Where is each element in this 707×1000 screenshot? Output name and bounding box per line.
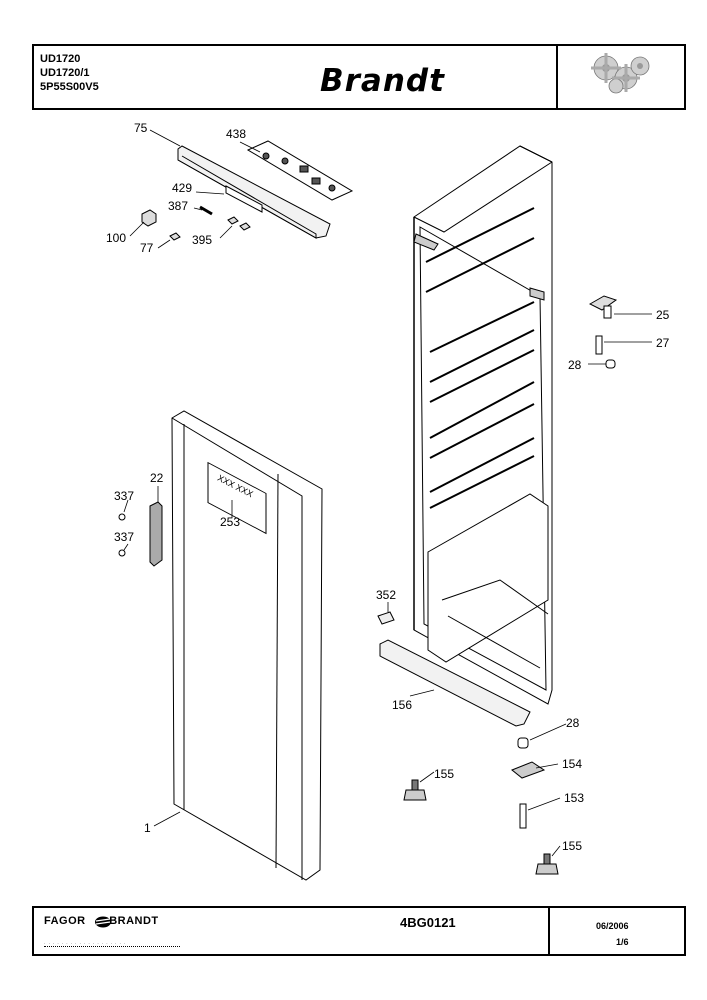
document-reference: 4BG0121 <box>400 915 456 930</box>
callout-395: 395 <box>192 233 213 247</box>
callout-1: 1 <box>144 821 151 835</box>
callout-438: 438 <box>226 127 247 141</box>
fagor-brandt-logo: FAGOR BRANDT <box>44 915 159 928</box>
part-100 <box>141 209 157 227</box>
header-frame <box>32 44 686 110</box>
part-352 <box>377 611 395 625</box>
callout-337-lower: 337 <box>114 530 135 544</box>
callout-77: 77 <box>140 241 154 255</box>
callout-156: 156 <box>392 698 413 712</box>
brand-swoosh-icon <box>95 916 111 928</box>
callout-155-right: 155 <box>562 839 583 853</box>
bushing-28 <box>605 359 616 369</box>
footer-divider <box>548 906 550 956</box>
callout-337-upper: 337 <box>114 489 135 503</box>
callout-28-bottom: 28 <box>566 716 580 730</box>
control-panel-75 <box>177 145 331 239</box>
foot-155 <box>403 779 427 801</box>
foot-155 <box>535 853 559 875</box>
pin-153 <box>519 803 527 829</box>
electronic-board-438 <box>246 140 354 201</box>
callout-28-top: 28 <box>568 358 582 372</box>
callout-253: 253 <box>220 515 241 529</box>
callout-25: 25 <box>656 308 670 322</box>
callout-153: 153 <box>564 791 585 805</box>
brandt-text: BRANDT <box>109 915 159 927</box>
door-1 <box>171 410 323 881</box>
model-code: 5P55S00V5 <box>40 81 99 93</box>
callout-155-left: 155 <box>434 767 455 781</box>
callout-75: 75 <box>134 121 148 135</box>
callout-352: 352 <box>376 588 397 602</box>
callout-429: 429 <box>172 181 193 195</box>
screw-337 <box>118 513 126 521</box>
model-code: UD1720/1 <box>40 67 90 79</box>
footer-frame <box>32 906 686 956</box>
model-code: UD1720 <box>40 53 81 65</box>
page-number: 1/6 <box>616 937 629 947</box>
callout-27: 27 <box>656 336 670 350</box>
gears-icon <box>591 53 650 94</box>
pin-27 <box>595 335 603 355</box>
gears-logo-box <box>556 44 686 110</box>
brandt-logo: Brandt <box>320 63 445 99</box>
fagor-text: FAGOR <box>44 915 86 927</box>
footer-subtitle: · · · · · · · · · · · · · · · · · · · <box>44 941 180 947</box>
callout-154: 154 <box>562 757 583 771</box>
callout-100: 100 <box>106 231 127 245</box>
hinge-top-25 <box>588 295 618 319</box>
document-date: 06/2006 <box>596 921 629 931</box>
callout-22: 22 <box>150 471 164 485</box>
bushing-28 <box>517 737 529 749</box>
callout-387: 387 <box>168 199 189 213</box>
bracket-154 <box>511 761 546 779</box>
screw-337 <box>118 549 126 557</box>
kick-plate-156 <box>379 639 531 727</box>
door-label-253 <box>207 461 267 535</box>
model-list: UD1720 UD1720/1 5P55S00V5 <box>40 52 99 94</box>
cabinet-body <box>413 145 553 705</box>
door-handle-22 <box>149 501 163 567</box>
